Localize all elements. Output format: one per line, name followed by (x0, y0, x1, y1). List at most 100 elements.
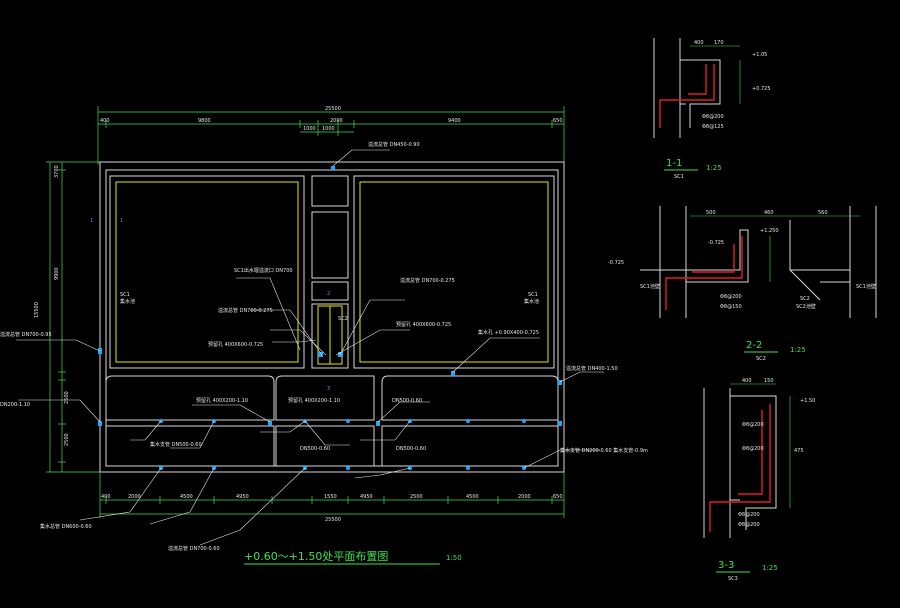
sec1-dim-3: +0.725 (752, 86, 771, 92)
sec1-note-0: Φ8@200 (702, 114, 724, 120)
sec2-dim-5: -0.725 (608, 260, 624, 266)
sec1-dim-2: +1.05 (752, 52, 767, 58)
sec3-sub: SC3 (728, 576, 738, 582)
sec1-id: 1-1 (666, 158, 682, 169)
mark-1b: 1 (90, 218, 93, 224)
pipe-label-2: 溢流总管 DN700-0.275 (218, 307, 273, 314)
left-tank (109, 175, 305, 369)
sec2-label-1: SC1池壁 (856, 283, 876, 290)
pipe-label-0: 溢流总管 DN450-0.90 (368, 141, 420, 148)
pipe-label-17: 集水总管 DN600-0.60 (40, 523, 92, 530)
section-1-1: 400 170 +1.05 +0.725 Φ8@200 Φ8@125 1-1 1… (653, 38, 771, 180)
section-2-2: 500 460 560 +1.250 -0.725 -0.725 SC1池壁 S… (608, 206, 877, 362)
sec2-label-3: SC2池壁 (796, 303, 816, 310)
pipe-label-6: 集水孔 +0.90X400-0.725 (478, 329, 539, 336)
sec2-note-1: Φ8@150 (720, 304, 742, 310)
pipe-label-12: 溢流总管 DN400-1.50 (566, 365, 618, 372)
right-room-sub: 集水池 (524, 298, 539, 305)
section-3-3: 400 150 +1.50 475 Φ8@200 Φ8@200 Φ8@200 Φ… (703, 378, 815, 582)
top-overall-dim: 25500 (325, 106, 341, 112)
top-dim-7: 650 (553, 118, 563, 124)
pipe-label-13: 集水支管 DN500-0.60 (150, 441, 202, 448)
sec3-note-0: Φ8@200 (742, 422, 764, 428)
center-sc-label: SC2 (338, 316, 348, 322)
sec3-note-2: Φ8@200 (738, 512, 760, 518)
left-dimension-lines (46, 161, 100, 473)
pipe-label-7: 溢流总管 DN700-0.95 (0, 331, 52, 338)
section-2-2-rebar (665, 236, 743, 310)
center-column (311, 175, 349, 369)
left-dim-5: 2500 (64, 433, 70, 446)
sec2-dim-4: -0.725 (708, 240, 724, 246)
left-dim-1: 3700 (54, 165, 60, 178)
bottom-dim-8: 4500 (466, 494, 479, 500)
center-top-mark: 2 (327, 291, 330, 297)
pipe-label-1: SC1出水堰溢流口 DN700 (234, 267, 293, 274)
sec3-scale: 1:25 (762, 564, 778, 572)
right-tank (353, 175, 555, 369)
sec2-scale: 1:25 (790, 346, 806, 354)
sec2-dim-0: 500 (706, 210, 716, 216)
pipe-label-9: 预留孔 400X200-1.10 (196, 397, 248, 404)
bottom-dim-1: 400 (101, 494, 111, 500)
pipe-label-8: DN200-1.10 (0, 402, 30, 408)
top-dim-2: 9800 (198, 118, 211, 124)
sec2-sub: SC2 (756, 356, 766, 362)
pipe-label-5: 预留孔 400X600-0.725 (396, 321, 451, 328)
sec1-note-1: Φ8@125 (702, 124, 724, 130)
top-dim-5: 2000 (330, 118, 343, 124)
sec3-note-3: Φ8@200 (738, 522, 760, 528)
pipe-label-15: DN500-0.60 (396, 446, 426, 452)
sec3-dim-2: +1.50 (800, 398, 815, 404)
bottom-overall-dim: 25500 (325, 517, 341, 523)
bottom-dim-9: 2000 (518, 494, 531, 500)
bottom-dim-3: 4500 (180, 494, 193, 500)
pipe-label-3: 溢流总管 DN700-0.275 (400, 277, 455, 284)
mark-1a: 1 (120, 218, 123, 224)
sec2-id: 2-2 (746, 340, 762, 351)
section-1-1-rebar (659, 64, 715, 128)
bottom-dim-7: 2500 (410, 494, 423, 500)
sec2-dim-2: 560 (818, 210, 828, 216)
center-bottom-mark: 3 (327, 386, 330, 392)
plan-scale: 1:50 (446, 554, 462, 562)
plan-title: +0.60～+1.50处平面布置图 (244, 550, 388, 563)
sec2-label-2: SC2 (800, 296, 810, 302)
bottom-dim-4: 4950 (236, 494, 249, 500)
left-room-label: SC1 (120, 292, 130, 298)
bottom-dim-10: 650 (553, 494, 563, 500)
bottom-dimension-lines (99, 472, 565, 518)
section-3-3-rebar (709, 404, 771, 532)
left-dim-2: 9900 (54, 267, 60, 280)
main-plan: 25500 400 9800 1000 1000 2000 9400 650 1… (0, 106, 648, 565)
lower-channels (105, 375, 559, 467)
right-room-label: SC1 (528, 292, 538, 298)
left-overall-dim: 15500 (34, 302, 40, 318)
top-dim-3: 1000 (303, 126, 316, 132)
bottom-dim-6: 4950 (360, 494, 373, 500)
sec2-dim-1: 460 (764, 210, 774, 216)
top-dim-4: 1000 (322, 126, 335, 132)
sec1-scale: 1:25 (706, 164, 722, 172)
bottom-dim-5: 1550 (324, 494, 337, 500)
bottom-dim-2: 2000 (128, 494, 141, 500)
top-dimension-lines (97, 106, 565, 165)
sec1-sub: SC1 (674, 174, 684, 180)
sec1-dim-0: 400 (694, 40, 704, 46)
left-dim-4: 2500 (64, 391, 70, 404)
pipe-label-4: 预留孔 400X600-0.725 (208, 341, 263, 348)
leader-lines (16, 149, 604, 546)
sec3-note-1: Φ8@200 (742, 446, 764, 452)
sec3-dim-3: 475 (794, 448, 804, 454)
top-dim-6: 9400 (448, 118, 461, 124)
sec3-id: 3-3 (718, 560, 734, 571)
pipe-label-18: 溢流总管 DN700-0.60 (168, 545, 220, 552)
pipe-label-16: 集水支管 DN200-0.60 集水支管-0.9m (560, 447, 648, 454)
sec2-label-0: SC1池壁 (640, 283, 660, 290)
sec2-note-0: Φ8@200 (720, 294, 742, 300)
sec2-dim-3: +1.250 (760, 228, 779, 234)
left-room-sub: 集水池 (120, 298, 135, 305)
sec1-dim-1: 170 (714, 40, 724, 46)
